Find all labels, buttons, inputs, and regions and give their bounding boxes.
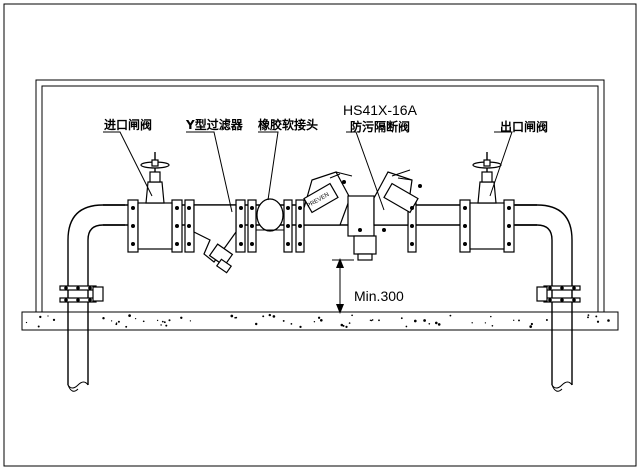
slab-speckle	[110, 320, 113, 322]
leader-lines	[103, 131, 513, 213]
slab-speckle	[596, 320, 600, 323]
slab-speckle	[37, 325, 40, 328]
label-min-clearance: Min.300	[354, 288, 404, 304]
slab-speckle	[125, 325, 128, 328]
slab-speckle	[134, 317, 137, 320]
slab-speckle	[345, 325, 348, 329]
slab-speckle	[102, 316, 105, 320]
slab-speckle	[405, 325, 408, 328]
slab-speckle	[348, 322, 351, 324]
slab-speckle	[230, 314, 234, 318]
slab-speckle	[400, 317, 403, 320]
slab-speckle	[471, 322, 473, 324]
enclosure-outline	[35, 79, 605, 312]
slab-speckle	[428, 322, 431, 325]
label-outlet-gate-valve: 出口闸阀	[500, 119, 548, 134]
slab-speckle	[165, 324, 168, 327]
clearance-dimension	[332, 258, 354, 314]
label-y-strainer: Y型过滤器	[185, 117, 244, 132]
drawing-border	[3, 3, 637, 467]
slab-speckle	[299, 325, 302, 329]
label-preventer-name: 防污隔断阀	[350, 119, 410, 134]
slab-speckle	[371, 319, 374, 321]
slab-speckle	[117, 320, 120, 323]
outlet-gate-valve	[459, 152, 515, 253]
slab-speckle	[262, 315, 265, 318]
slab-speckle	[413, 319, 417, 323]
slab-speckle	[39, 315, 42, 319]
floor-slab	[21, 311, 619, 331]
slab-speckle	[491, 324, 494, 327]
label-inlet-gate-valve: 进口闸阀	[104, 117, 152, 132]
slab-speckle	[168, 319, 171, 322]
inlet-gate-valve	[127, 152, 183, 253]
slab-speckle	[607, 319, 610, 322]
slab-speckle	[234, 316, 236, 319]
y-strainer	[184, 199, 246, 274]
slab-speckle	[272, 315, 276, 318]
slab-speckle	[437, 323, 441, 326]
slab-speckle	[370, 319, 373, 322]
rubber-joint	[247, 198, 293, 253]
right-riser-pipe	[515, 204, 581, 392]
slab-speckle	[449, 314, 452, 317]
slab-speckle	[423, 319, 426, 322]
slab-speckle	[490, 315, 492, 318]
slab-speckle	[47, 315, 49, 317]
slab-speckle	[319, 318, 323, 322]
slab-speckle	[25, 321, 28, 324]
slab-speckle	[290, 323, 293, 325]
slab-speckle	[163, 321, 166, 324]
slab-speckle	[317, 316, 321, 319]
backflow-preventer: PREVEN	[295, 169, 422, 261]
slab-speckle	[160, 324, 162, 326]
slab-speckle	[128, 314, 131, 317]
slab-speckle	[545, 319, 548, 321]
slab-speckle	[115, 322, 118, 324]
label-rubber-joint: 橡胶软接头	[258, 117, 318, 132]
slab-speckle	[340, 323, 344, 327]
slab-speckle	[587, 316, 589, 319]
slab-speckle	[484, 322, 487, 324]
slab-speckle	[161, 320, 164, 323]
slab-speckle	[142, 320, 145, 323]
slab-speckle	[530, 322, 534, 326]
slab-speckle	[313, 321, 316, 323]
slab-speckle	[115, 323, 118, 326]
slab-speckle	[378, 319, 380, 322]
slab-speckle	[342, 324, 345, 327]
slab-speckle	[282, 319, 285, 322]
slab-speckle	[435, 321, 438, 325]
slab-speckle	[268, 313, 272, 317]
slab-speckle	[180, 316, 183, 319]
slab-speckle	[587, 314, 590, 316]
slab-speckle	[52, 318, 56, 322]
slab-speckle	[529, 325, 533, 328]
slab-speckle	[351, 314, 353, 317]
slab-speckle	[156, 319, 159, 322]
slab-speckle	[518, 319, 520, 322]
slab-speckle	[254, 322, 258, 326]
label-preventer-model: HS41X-16A	[343, 102, 418, 118]
slab-speckle	[189, 320, 192, 322]
slab-speckle	[595, 315, 598, 318]
left-riser-pipe	[59, 204, 125, 392]
slab-speckle	[513, 319, 515, 321]
